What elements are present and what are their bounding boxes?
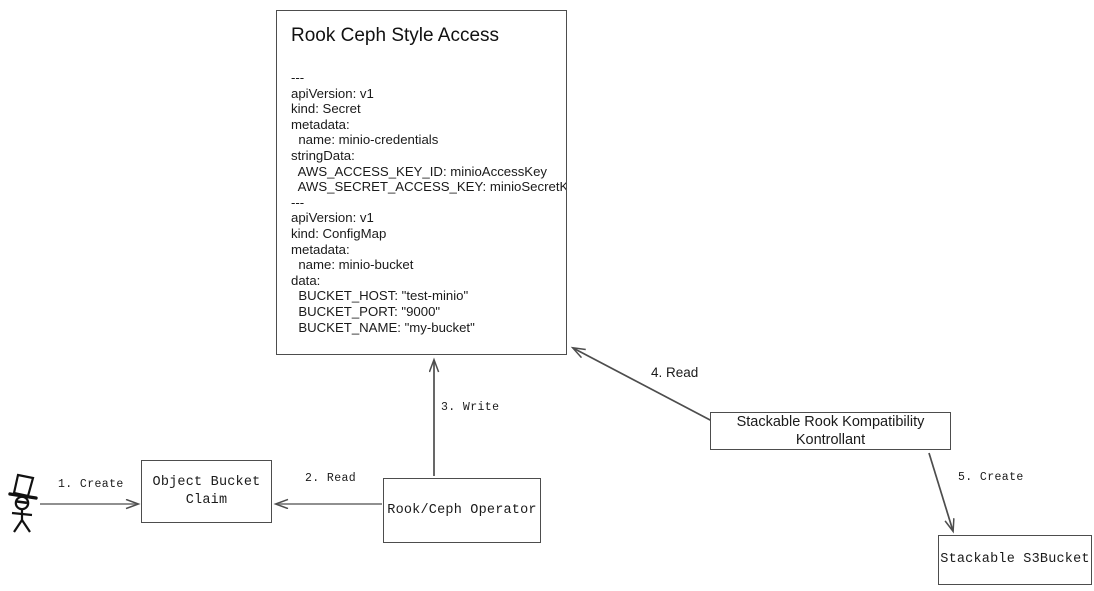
edge-label-5-create: 5. Create bbox=[958, 471, 1024, 484]
node-s3bucket-label: Stackable S3Bucket bbox=[940, 552, 1090, 567]
yaml-line: --- bbox=[291, 70, 305, 85]
yaml-line: BUCKET_NAME: "my-bucket" bbox=[291, 319, 475, 335]
yaml-line: data: bbox=[291, 272, 321, 288]
node-object-bucket-claim-label: Object Bucket Claim bbox=[152, 474, 261, 508]
yaml-line: metadata: bbox=[291, 116, 350, 132]
yaml-line: apiVersion: v1 bbox=[291, 210, 374, 226]
node-rook-ceph-operator-label: Rook/Ceph Operator bbox=[387, 502, 537, 518]
edge-label-3-write: 3. Write bbox=[441, 401, 500, 414]
card-title: Rook Ceph Style Access bbox=[291, 25, 500, 46]
yaml-line: AWS_SECRET_ACCESS_KEY: minioSecretKey bbox=[291, 179, 567, 195]
edge-label-1-create: 1. Create bbox=[58, 478, 124, 491]
edge-4-read-line bbox=[573, 348, 713, 422]
yaml-line: metadata: bbox=[291, 241, 350, 257]
node-stackable-rook-kompatibility-kontrollant[interactable]: Stackable Rook Kompatibility Kontrollant bbox=[710, 412, 951, 450]
yaml-line: BUCKET_PORT: "9000" bbox=[291, 303, 441, 319]
yaml-line: name: minio-credentials bbox=[291, 132, 439, 148]
edge-label-4-read: 4. Read bbox=[651, 365, 699, 380]
node-skkc-label: Stackable Rook Kompatibility Kontrollant bbox=[736, 414, 925, 448]
edge-label-2-read: 2. Read bbox=[305, 472, 357, 485]
yaml-line: kind: ConfigMap bbox=[291, 225, 387, 241]
yaml-line: name: minio-bucket bbox=[291, 257, 414, 273]
edge-5-create-line bbox=[928, 452, 953, 531]
rook-ceph-style-access-card: Rook Ceph Style Access ---apiVersion: v1… bbox=[276, 10, 567, 355]
node-object-bucket-claim[interactable]: Object Bucket Claim bbox=[141, 460, 272, 523]
node-rook-ceph-operator[interactable]: Rook/Ceph Operator bbox=[383, 478, 541, 543]
yaml-line: BUCKET_HOST: "test-minio" bbox=[291, 288, 469, 304]
yaml-line: AWS_ACCESS_KEY_ID: minioAccessKey bbox=[291, 163, 548, 179]
yaml-line: kind: Secret bbox=[291, 101, 361, 117]
yaml-line: stringData: bbox=[291, 147, 355, 163]
user-actor-icon bbox=[8, 473, 38, 533]
node-stackable-s3bucket[interactable]: Stackable S3Bucket bbox=[938, 535, 1092, 585]
yaml-line: apiVersion: v1 bbox=[291, 85, 374, 101]
yaml-line: --- bbox=[291, 194, 305, 210]
